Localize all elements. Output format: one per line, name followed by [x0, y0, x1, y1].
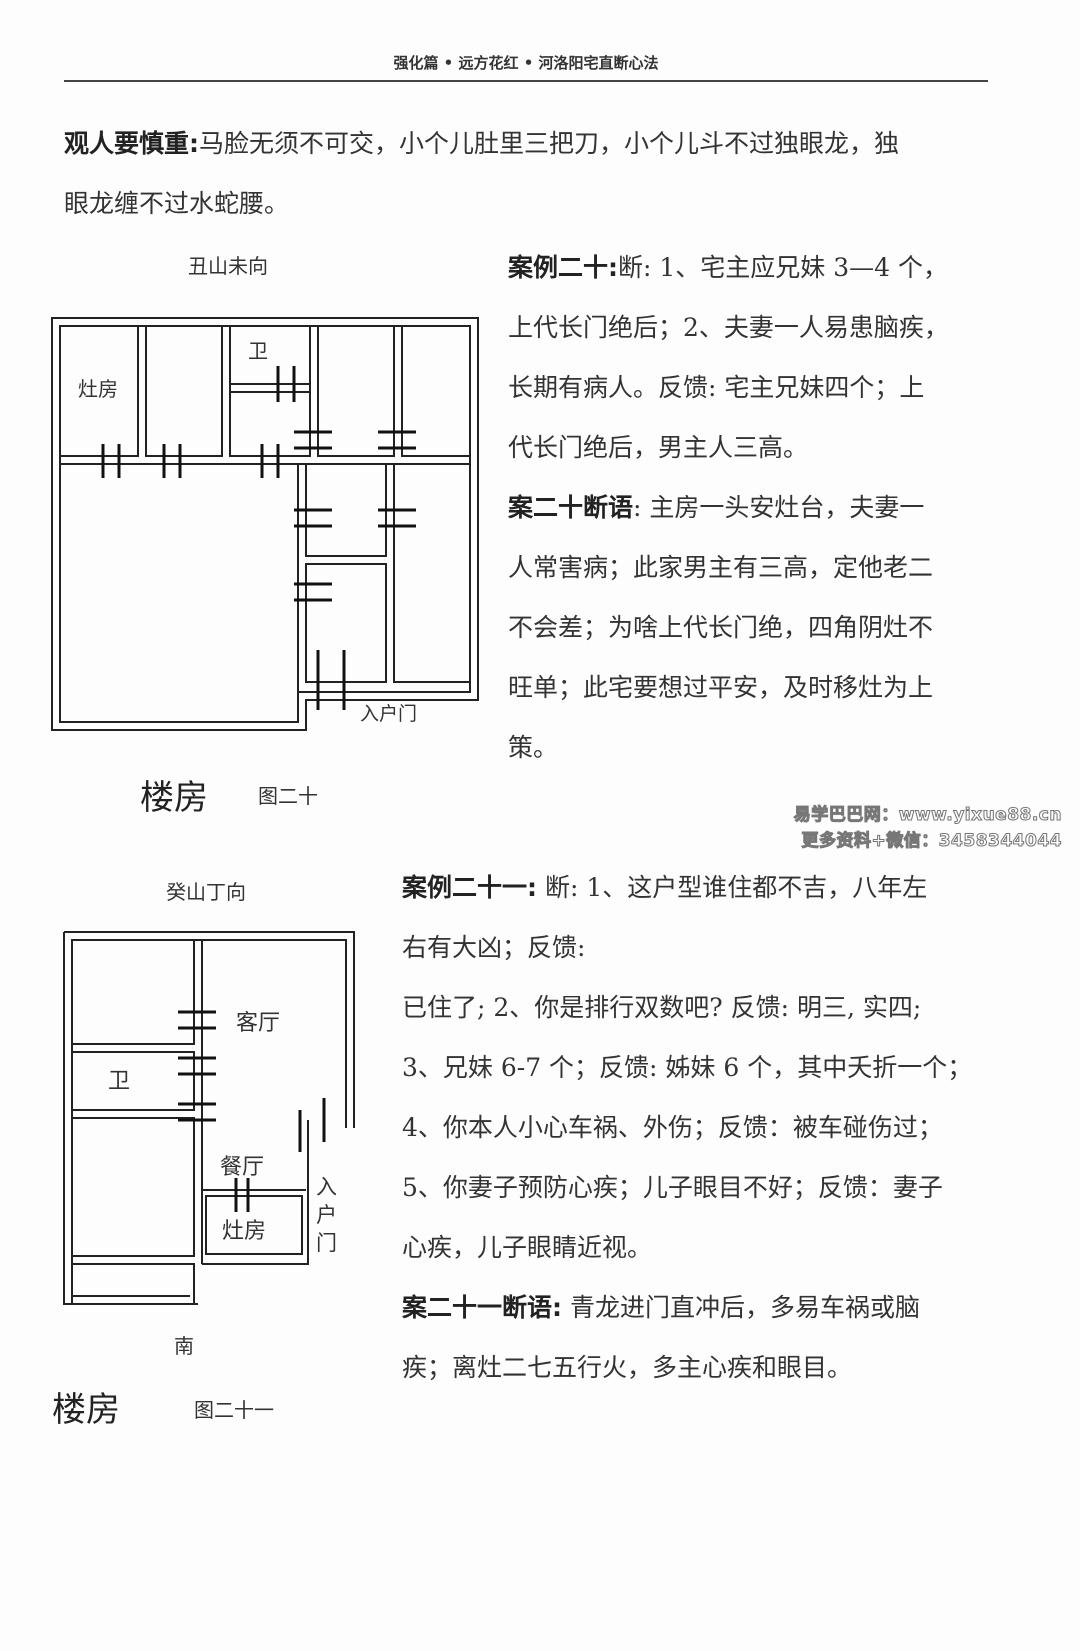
intro-label: 观人要慎重: — [64, 129, 199, 158]
room-label-entrance: 门 — [316, 1231, 337, 1255]
figure21-orientation: 癸山丁向 — [166, 880, 246, 904]
room-label-entrance: 入 — [316, 1175, 337, 1199]
watermark-site: 易学巴巴网：www.yixue88.cn — [793, 805, 1062, 826]
room-label-living-room: 客厅 — [236, 1011, 280, 1036]
figure20-orientation: 丑山未向 — [188, 254, 268, 278]
case21-line: 断: 1、这户型谁住都不吉，八年左 — [537, 873, 928, 902]
case20-verdict-line: 人常害病；此家男主有三高，定他老二 — [508, 553, 934, 582]
case20-paragraph: 案例二十:断: 1、宅主应兄妹 3—4 个， 上代长门绝后；2、夫妻一人易患脑疾… — [508, 238, 998, 778]
case20-verdict-line: 策。 — [508, 733, 559, 762]
case20-label: 案例二十: — [508, 253, 618, 282]
figure21-caption: 图二十一 — [194, 1398, 274, 1422]
room-label-bathroom: 卫 — [248, 339, 268, 363]
case20-line: 上代长门绝后；2、夫妻一人易患脑疾， — [508, 313, 949, 342]
case20-line: 代长门绝后，男主人三高。 — [508, 433, 809, 462]
case20-verdict-label: 案二十断语 — [508, 493, 634, 522]
room-label-dining-room: 餐厅 — [220, 1155, 264, 1180]
case21-line: 3、兄妹 6-7 个；反馈: 姊妹 6 个，其中夭折一个； — [402, 1053, 973, 1082]
figure21-direction: 南 — [174, 1334, 194, 1358]
case20-verdict-line: 旺单；此宅要想过平安，及时移灶为上 — [508, 673, 934, 702]
case21-line: 4、你本人小心车祸、外伤；反馈：被车碰伤过； — [402, 1113, 943, 1142]
room-label-entrance: 入户门 — [360, 703, 417, 725]
intro-paragraph: 观人要慎重:马脸无须不可交，小个儿肚里三把刀，小个儿斗不过独眼龙，独 眼龙缠不过… — [64, 114, 994, 234]
case21-paragraph: 案例二十一: 断: 1、这户型谁住都不吉，八年左 右有大凶；反馈: 已住了; 2… — [402, 858, 992, 1398]
case20-line: 断: 1、宅主应兄妹 3—4 个， — [618, 253, 948, 282]
watermark-contact: 更多资料+微信：3458344044 — [801, 831, 1062, 852]
case21-line: 心疾，儿子眼睛近视。 — [402, 1233, 653, 1262]
case21-line: 右有大凶；反馈: — [402, 933, 586, 962]
case21-verdict-line: 疾；离灶二七五行火，多主心疾和眼目。 — [402, 1353, 853, 1382]
case21-label: 案例二十一: — [402, 873, 537, 902]
room-label-kitchen: 灶房 — [222, 1219, 266, 1244]
intro-line: 马脸无须不可交，小个儿肚里三把刀，小个儿斗不过独眼龙，独 — [199, 129, 900, 158]
intro-line: 眼龙缠不过水蛇腰。 — [64, 189, 290, 218]
case21-verdict-label: 案二十一断语: — [402, 1293, 562, 1322]
case21-verdict-line: 青龙进门直冲后，多易车祸或脑 — [562, 1293, 920, 1322]
figure20-building-type: 楼房 — [140, 778, 208, 818]
case20-verdict-line: 不会差；为啥上代长门绝，四角阴灶不 — [508, 613, 934, 642]
figure20-floorplan: 灶房 卫 入户门 — [51, 317, 479, 731]
case21-line: 已住了; 2、你是排行双数吧? 反馈: 明三, 实四; — [402, 993, 922, 1022]
room-label-entrance: 户 — [316, 1203, 337, 1227]
case20-verdict-line: : 主房一头安灶台，夫妻一 — [633, 493, 925, 522]
case20-line: 长期有病人。反馈: 宅主兄妹四个；上 — [508, 373, 925, 402]
figure21-building-type: 楼房 — [52, 1390, 120, 1430]
running-header: 强化篇 • 远方花红 • 河洛阳宅直断心法 — [393, 54, 659, 72]
header-divider — [64, 80, 988, 82]
figure21-floorplan: 客厅 卫 餐厅 灶房 入 户 门 — [63, 931, 355, 1305]
figure20-caption: 图二十 — [258, 784, 318, 808]
case21-line: 5、你妻子预防心疾；儿子眼目不好；反馈：妻子 — [402, 1173, 943, 1202]
room-label-kitchen: 灶房 — [78, 377, 118, 401]
room-label-bathroom: 卫 — [108, 1069, 130, 1094]
